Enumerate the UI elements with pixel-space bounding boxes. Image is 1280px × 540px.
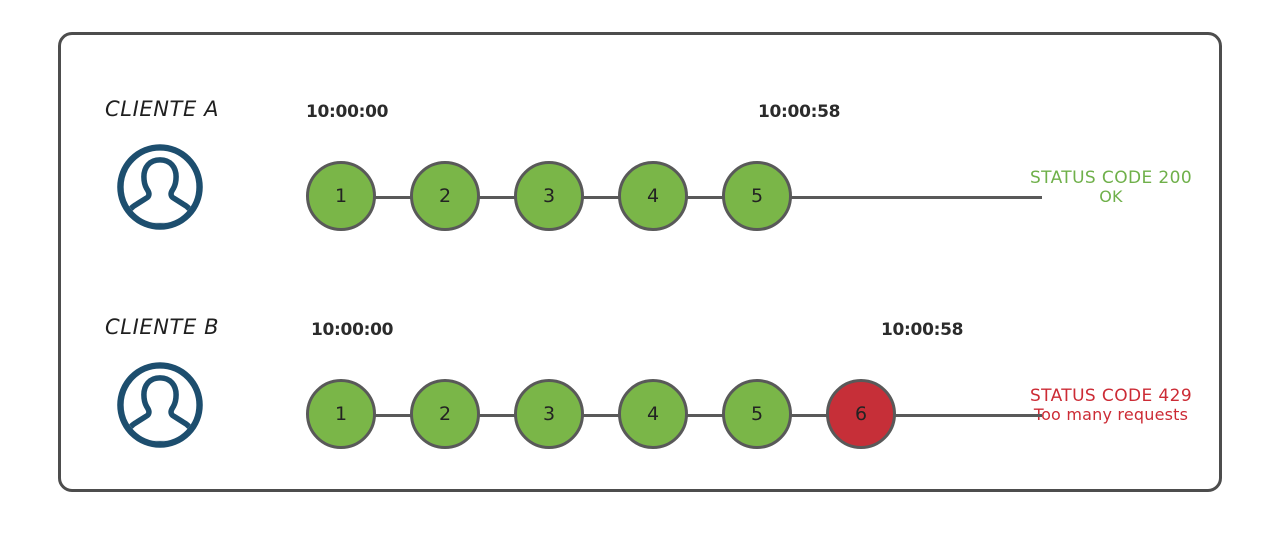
status-code-line: STATUS CODE 200 — [1029, 168, 1193, 188]
request-node[interactable]: 2 — [410, 161, 480, 231]
connector — [374, 196, 414, 199]
user-avatar-icon — [114, 141, 206, 233]
client-a-status-badge: STATUS CODE 200 OK — [981, 168, 1241, 207]
request-node[interactable]: 4 — [618, 379, 688, 449]
connector — [582, 196, 622, 199]
request-node[interactable]: 5 — [722, 161, 792, 231]
client-row-a: CLIENTE A 10:00:00 10:00:58 1 2 3 4 5 — [61, 53, 1219, 263]
connector-to-status — [790, 196, 1042, 199]
request-node[interactable]: 5 — [722, 379, 792, 449]
connector — [374, 414, 414, 417]
request-node[interactable]: 1 — [306, 161, 376, 231]
connector-to-status — [894, 414, 1042, 417]
connector — [478, 414, 518, 417]
connector — [790, 414, 830, 417]
request-node[interactable]: 3 — [514, 379, 584, 449]
connector — [478, 196, 518, 199]
request-node[interactable]: 4 — [618, 161, 688, 231]
client-row-b: CLIENTE B 10:00:00 10:00:58 1 2 3 4 5 — [61, 271, 1219, 481]
connector — [686, 196, 726, 199]
client-b-label: CLIENTE B — [105, 315, 220, 339]
status-message-line: Too many requests — [1033, 405, 1189, 425]
status-code-line: STATUS CODE 429 — [1029, 386, 1193, 406]
connector — [686, 414, 726, 417]
status-message-line: OK — [1099, 187, 1123, 207]
request-node-rejected[interactable]: 6 — [826, 379, 896, 449]
diagram-frame: CLIENTE A 10:00:00 10:00:58 1 2 3 4 5 — [58, 32, 1222, 492]
client-a-timestamp-start: 10:00:00 — [306, 102, 389, 122]
request-node[interactable]: 1 — [306, 379, 376, 449]
connector — [582, 414, 622, 417]
user-avatar-icon — [114, 359, 206, 451]
client-b-timestamp-start: 10:00:00 — [311, 320, 394, 340]
request-node[interactable]: 2 — [410, 379, 480, 449]
client-b-status-badge: STATUS CODE 429 Too many requests — [981, 386, 1241, 425]
client-a-timestamp-end: 10:00:58 — [758, 102, 841, 122]
client-b-timestamp-end: 10:00:58 — [881, 320, 964, 340]
request-node[interactable]: 3 — [514, 161, 584, 231]
client-a-label: CLIENTE A — [105, 97, 220, 121]
